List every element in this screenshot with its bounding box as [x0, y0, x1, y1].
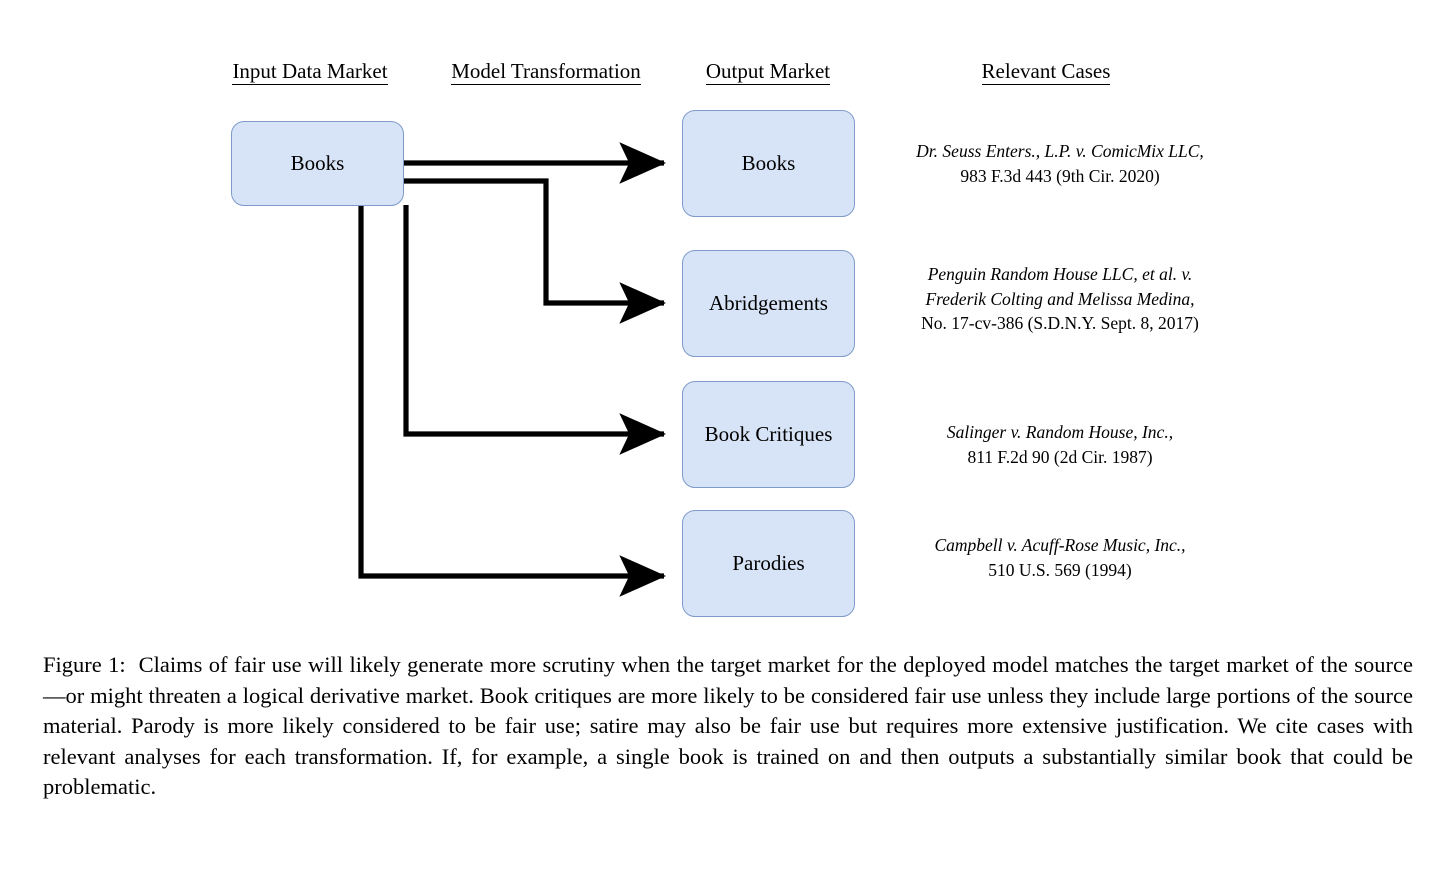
caption-label: Figure 1: [43, 652, 126, 677]
case-reference: No. 17-cv-386 (S.D.N.Y. Sept. 8, 2017) [921, 313, 1199, 333]
node-output-parodies: Parodies [682, 510, 855, 617]
case-name-line-2: Frederik Colting and Melissa Medina, [925, 288, 1195, 309]
column-header-model-transformation: Model Transformation [406, 58, 686, 85]
column-header-label: Input Data Market [232, 59, 388, 85]
case-reference: 983 F.3d 443 (9th Cir. 2020) [960, 165, 1160, 186]
caption-text: Claims of fair use will likely generate … [43, 652, 1413, 799]
edge-books-to-parodies [358, 205, 667, 597]
node-label: Books [290, 151, 345, 175]
case-citation-penguin-colting: Penguin Random House LLC, et al. v. Fred… [860, 262, 1260, 336]
case-name: Salinger v. Random House, Inc., [946, 422, 1174, 442]
node-label: Parodies [732, 551, 805, 575]
case-reference: 811 F.2d 90 (2d Cir. 1987) [967, 446, 1153, 467]
node-output-abridgements: Abridgements [682, 250, 855, 357]
case-name: Dr. Seuss Enters., L.P. v. ComicMix LLC, [916, 141, 1204, 161]
case-reference: 510 U.S. 569 (1994) [988, 559, 1132, 580]
node-output-book-critiques: Book Critiques [682, 381, 855, 488]
node-label: Books [741, 151, 796, 175]
case-citation-dr-seuss-comicmix: Dr. Seuss Enters., L.P. v. ComicMix LLC,… [860, 139, 1260, 188]
caption-spacer [126, 652, 139, 677]
column-header-input-data-market: Input Data Market [170, 58, 450, 85]
edge-books-to-book-critiques [403, 205, 667, 455]
column-header-label: Model Transformation [451, 59, 641, 85]
case-name-line-1: Penguin Random House LLC, et al. v. [927, 264, 1193, 284]
node-input-books: Books [231, 121, 404, 206]
node-output-books: Books [682, 110, 855, 217]
diagram-canvas: Input Data Market Model Transformation O… [170, 58, 1260, 617]
case-name: Campbell v. Acuff-Rose Music, Inc., [934, 535, 1186, 555]
column-header-output-market: Output Market [628, 58, 908, 85]
case-citation-salinger-random-house: Salinger v. Random House, Inc., 811 F.2d… [860, 420, 1260, 469]
edge-layer [358, 142, 667, 597]
figure-caption: Figure 1: Claims of fair use will likely… [43, 650, 1413, 803]
column-header-label: Output Market [705, 59, 831, 85]
column-header-relevant-cases: Relevant Cases [906, 58, 1186, 85]
node-label: Abridgements [709, 291, 828, 315]
edge-books-to-abridgements [404, 178, 667, 324]
column-header-label: Relevant Cases [981, 59, 1111, 85]
node-label: Book Critiques [704, 422, 833, 446]
case-citation-campbell-acuff-rose: Campbell v. Acuff-Rose Music, Inc., 510 … [860, 533, 1260, 582]
